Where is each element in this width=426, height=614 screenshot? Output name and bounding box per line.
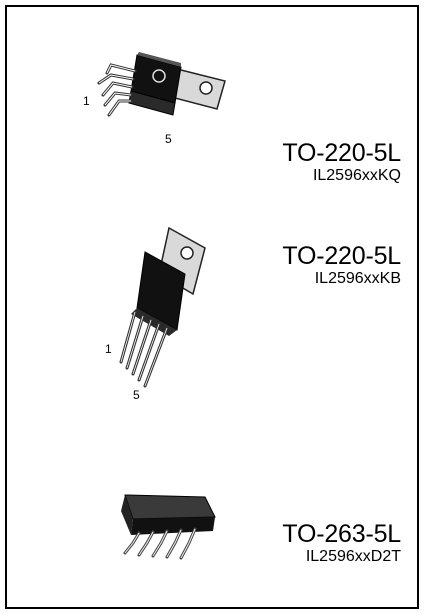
pin-1-label: 1	[83, 94, 90, 108]
pin-1-label: 1	[105, 342, 112, 356]
package-name: TO-263-5L	[282, 520, 401, 548]
to263-smd-package-icon	[95, 487, 225, 567]
part-number: IL2596xxKB	[314, 270, 401, 287]
pin-5-label: 5	[165, 132, 172, 146]
package-name: TO-220-5L	[282, 242, 401, 270]
to220-vertical-package-icon	[107, 222, 227, 392]
package-entry: TO-263-5L IL2596xxD2T	[282, 520, 401, 566]
to220-horizontal-package-icon	[85, 43, 235, 148]
package-entry: TO-220-5L IL2596xxKB	[282, 242, 401, 288]
package-entry: TO-220-5L IL2596xxKQ	[282, 139, 401, 185]
part-number: IL2596xxKQ	[312, 167, 401, 184]
pin-5-label: 5	[133, 388, 140, 402]
package-frame: 1 5 TO-220-5L IL2596xxKQ	[5, 5, 419, 609]
package-name: TO-220-5L	[282, 139, 401, 167]
part-number: IL2596xxD2T	[305, 548, 401, 565]
